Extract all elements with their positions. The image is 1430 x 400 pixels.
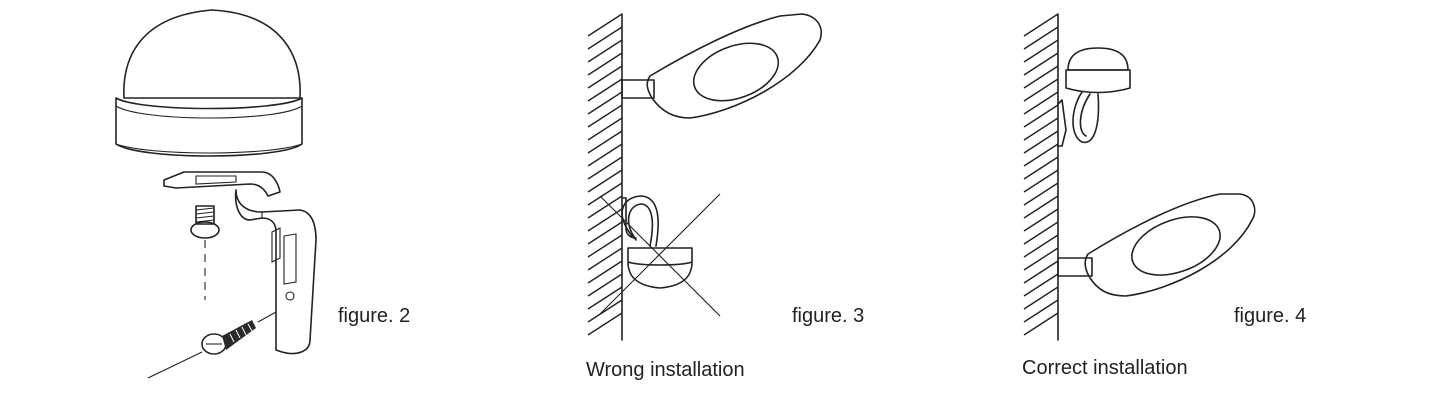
figure-4-caption: figure. 4 (1234, 305, 1306, 327)
street-lamp (621, 13, 822, 119)
wall-hatch-line (1023, 247, 1059, 271)
wall-hatch-line (587, 221, 623, 245)
wall-hatch-line (587, 39, 623, 63)
wall-hatch-line (587, 156, 623, 180)
wall-hatch-line (587, 182, 623, 206)
wall-hatch-line (1023, 156, 1059, 180)
wall-hatch-line (1023, 52, 1059, 76)
wall-hatch-line (587, 52, 623, 76)
photocell-sensor (115, 9, 303, 157)
figure-4: figure. 4 Correct installation (1022, 13, 1306, 379)
wall-hatch-line (587, 299, 623, 323)
wall-hatch-line (587, 234, 623, 258)
wall-hatch-line (587, 260, 623, 284)
wall-hatch-line (1023, 13, 1059, 37)
mounting-bracket (163, 171, 317, 355)
street-lamp (1057, 193, 1256, 297)
wall-hatch-line (587, 13, 623, 37)
correct-installation-label: Correct installation (1022, 357, 1188, 379)
wall-hatch-line (1023, 130, 1059, 154)
figure-3-caption: figure. 3 (792, 305, 864, 327)
wall-hatch-line (587, 247, 623, 271)
cross-out-line (599, 193, 721, 315)
wall-hatch-line (1023, 39, 1059, 63)
wall-hatch-line (1023, 208, 1059, 232)
wall-hatch-line (587, 195, 623, 219)
wall-hatch-line (587, 143, 623, 167)
wall-hatch-line (587, 286, 623, 310)
wall-hatch-line (1023, 143, 1059, 167)
figure-2-caption: figure. 2 (338, 305, 410, 327)
wall-hatch-line (1023, 299, 1059, 323)
wall-hatch-line (587, 65, 623, 89)
wall-hatch-line (1023, 234, 1059, 258)
wall-hatch-line (1023, 78, 1059, 102)
upright-sensor (1057, 47, 1131, 147)
wall-hatch-line (587, 91, 623, 115)
wall-hatch-line (1023, 312, 1059, 336)
wall-hatch-line (1023, 182, 1059, 206)
wall-hatch-line (587, 104, 623, 128)
long-screw (147, 311, 277, 379)
wall-hatch-line (1023, 169, 1059, 193)
wall-hatch-line (1023, 273, 1059, 297)
wall-hatch-line (1023, 26, 1059, 50)
wrong-installation-label: Wrong installation (586, 359, 745, 381)
wall-hatch-line (1023, 91, 1059, 115)
wall-hatch-line (1023, 65, 1059, 89)
wall-hatch-line (587, 312, 623, 336)
wall (1023, 13, 1059, 341)
wall-hatch-line (587, 273, 623, 297)
wall-hatch-line (1023, 286, 1059, 310)
small-screw (190, 205, 220, 300)
wall-hatch-line (1023, 260, 1059, 284)
figure-2: figure. 2 (115, 9, 410, 379)
wall-hatch-line (1023, 117, 1059, 141)
wall-hatch-line (1023, 221, 1059, 245)
cross-out-line (599, 195, 721, 317)
wall-hatch-line (587, 130, 623, 154)
wall-hatch-line (587, 78, 623, 102)
wall-hatch-line (587, 169, 623, 193)
figure-3: figure. 3 Wrong installation (586, 13, 864, 381)
wall-hatch-line (587, 117, 623, 141)
inverted-sensor (621, 195, 693, 289)
wall (587, 13, 623, 341)
wall-hatch-line (1023, 104, 1059, 128)
wall-hatch-line (1023, 195, 1059, 219)
wall-hatch-line (587, 26, 623, 50)
